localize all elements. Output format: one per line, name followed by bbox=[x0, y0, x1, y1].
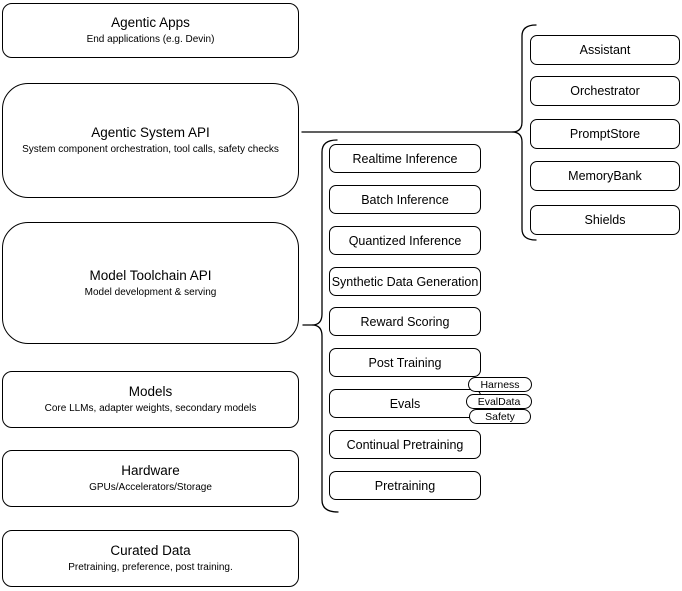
layer-agentic-apps: Agentic Apps End applications (e.g. Devi… bbox=[2, 3, 299, 58]
layer-title: Models bbox=[128, 384, 173, 399]
component-assistant: Assistant bbox=[530, 35, 680, 65]
layer-subtitle: GPUs/Accelerators/Storage bbox=[89, 482, 212, 493]
layer-model-toolchain-api: Model Toolchain API Model development & … bbox=[2, 222, 299, 344]
layer-subtitle: Pretraining, preference, post training. bbox=[68, 562, 233, 573]
layer-hardware: Hardware GPUs/Accelerators/Storage bbox=[2, 450, 299, 507]
component-shields: Shields bbox=[530, 205, 680, 235]
service-realtime-inference: Realtime Inference bbox=[329, 144, 481, 173]
layer-agentic-system-api: Agentic System API System component orch… bbox=[2, 83, 299, 198]
service-continual-pretraining: Continual Pretraining bbox=[329, 430, 481, 459]
tag-evaldata: EvalData bbox=[466, 394, 532, 409]
layer-curated-data: Curated Data Pretraining, preference, po… bbox=[2, 530, 299, 587]
tag-safety: Safety bbox=[469, 409, 531, 424]
layer-subtitle: Model development & serving bbox=[84, 286, 217, 298]
layer-title: Agentic Apps bbox=[111, 15, 190, 30]
layer-subtitle: End applications (e.g. Devin) bbox=[86, 34, 215, 45]
service-post-training: Post Training bbox=[329, 348, 481, 377]
tag-harness: Harness bbox=[468, 377, 532, 392]
service-reward-scoring: Reward Scoring bbox=[329, 307, 481, 336]
component-orchestrator: Orchestrator bbox=[530, 76, 680, 106]
layer-models: Models Core LLMs, adapter weights, secon… bbox=[2, 371, 299, 428]
service-evals: Evals bbox=[329, 389, 481, 418]
layer-subtitle: System component orchestration, tool cal… bbox=[22, 144, 279, 155]
service-quantized-inference: Quantized Inference bbox=[329, 226, 481, 255]
service-pretraining: Pretraining bbox=[329, 471, 481, 500]
layer-title: Curated Data bbox=[110, 543, 191, 558]
layer-title: Hardware bbox=[121, 463, 180, 478]
service-synthetic-data-generation: Synthetic Data Generation bbox=[329, 267, 481, 296]
layer-title: Model Toolchain API bbox=[89, 267, 212, 283]
component-memorybank: MemoryBank bbox=[530, 161, 680, 191]
layer-subtitle: Core LLMs, adapter weights, secondary mo… bbox=[44, 403, 257, 414]
layer-title: Agentic System API bbox=[91, 125, 210, 140]
component-promptstore: PromptStore bbox=[530, 119, 680, 149]
service-batch-inference: Batch Inference bbox=[329, 185, 481, 214]
